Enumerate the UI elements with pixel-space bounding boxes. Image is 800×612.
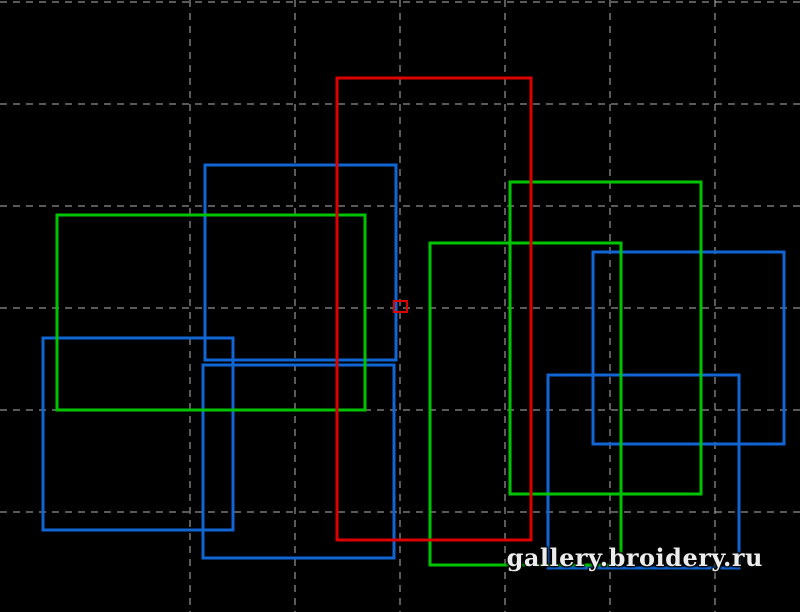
design-rect-green-left	[55, 213, 367, 412]
design-rect-blue-right	[591, 250, 786, 446]
design-rect-blue-top-left	[203, 163, 398, 362]
design-rect-green-right	[508, 180, 703, 496]
design-rect-blue-bottom-right	[546, 373, 741, 570]
design-rect-red-main	[335, 76, 533, 542]
design-rect-green-center	[428, 241, 623, 567]
design-rect-blue-bottom-left	[41, 336, 235, 532]
design-rect-blue-bottom-center	[201, 363, 396, 560]
watermark: gallery.broidery.ru	[506, 543, 763, 572]
origin-marker	[393, 300, 408, 313]
